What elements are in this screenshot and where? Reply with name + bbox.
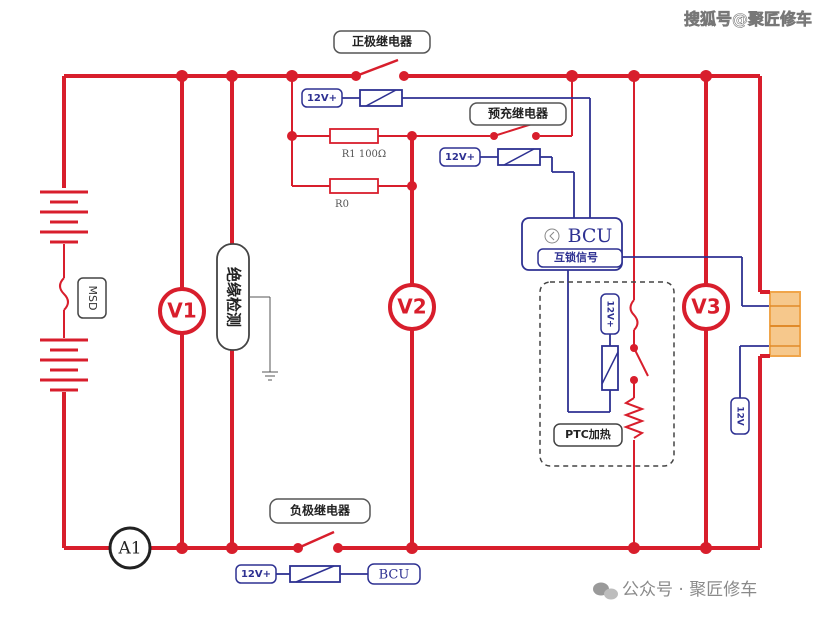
voltmeter-v2-label: V2 [397, 295, 426, 319]
precharge-relay-coil [497, 148, 541, 166]
voltmeter-v3: V3 [682, 283, 730, 331]
battery-stack-lower [40, 338, 88, 392]
bcu-label: BCU [568, 225, 613, 247]
ammeter-a1-label: A1 [117, 539, 141, 559]
bcu-interlock-label: 互锁信号 [554, 250, 598, 264]
supply-badge-positive-label: 12V+ [307, 93, 337, 104]
negative-relay-coil [289, 565, 341, 583]
ground-icon [262, 371, 278, 381]
ptc-enclosure [539, 281, 675, 467]
negative-relay-title-label: 负极继电器 [290, 503, 351, 518]
positive-relay-contact [351, 58, 409, 81]
msd-label: MSD [86, 286, 99, 311]
supply-badge-positive: 12V+ [301, 88, 343, 108]
ptc-fuse-icon [629, 299, 639, 331]
negative-relay-title: 负极继电器 [269, 498, 371, 524]
positive-relay-title: 正极继电器 [333, 30, 431, 54]
battery-stack-upper [40, 190, 88, 244]
connector-supply-label: 12V [735, 406, 745, 426]
neg-coil-bcu-badge: BCU [367, 563, 421, 585]
interlock-connector [760, 290, 801, 358]
supply-badge-negative: 12V+ [235, 564, 277, 584]
wechat-icon [593, 582, 618, 600]
ptc-relay-coil [601, 345, 619, 391]
junction-dots [176, 70, 712, 554]
ptc-heater-resistor [623, 397, 645, 439]
insulation-detector [216, 243, 278, 381]
ptc-supply-label: 12V+ [605, 300, 615, 327]
supply-badge-precharge-label: 12V+ [445, 152, 475, 163]
precharge-relay-title: 预充继电器 [469, 102, 567, 126]
precharge-relay-title-label: 预充继电器 [488, 106, 549, 121]
ptc-supply-badge [600, 293, 620, 335]
resistor-r0 [329, 178, 379, 194]
voltmeter-v3-label: V3 [691, 295, 720, 319]
ptc-label: PTC加热 [565, 427, 611, 441]
resistor-r0-label: R0 [335, 199, 349, 210]
positive-relay-title-label: 正极继电器 [352, 34, 413, 49]
insulation-label: 绝缘检测 [225, 267, 243, 327]
voltmeter-v1: V1 [158, 287, 206, 335]
bcu-module: BCU 互锁信号 [521, 217, 623, 271]
ptc-relay-contact [630, 347, 649, 384]
supply-badge-negative-label: 12V+ [241, 569, 271, 580]
supply-badge-precharge: 12V+ [439, 147, 481, 167]
hv-wiring [62, 74, 762, 550]
hv-thin-wiring [291, 76, 635, 548]
voltmeter-v1-label: V1 [167, 299, 196, 323]
watermark-top: 搜狐号@聚匠修车 [684, 10, 812, 29]
voltmeter-v2: V2 [388, 283, 436, 331]
ammeter-a1: A1 [108, 526, 152, 570]
precharge-relay-contact [490, 123, 540, 140]
connector-supply-badge [730, 397, 750, 435]
positive-relay-coil [359, 89, 403, 107]
resistor-r1-label: R1 100Ω [342, 149, 386, 160]
watermark-bottom: 公众号 · 聚匠修车 [622, 580, 757, 600]
negative-relay-contact [293, 530, 343, 553]
ptc-label-box: PTC加热 [553, 423, 623, 447]
msd-fuse [59, 244, 107, 338]
resistor-r1 [329, 128, 379, 144]
neg-coil-bcu-label: BCU [379, 568, 410, 583]
